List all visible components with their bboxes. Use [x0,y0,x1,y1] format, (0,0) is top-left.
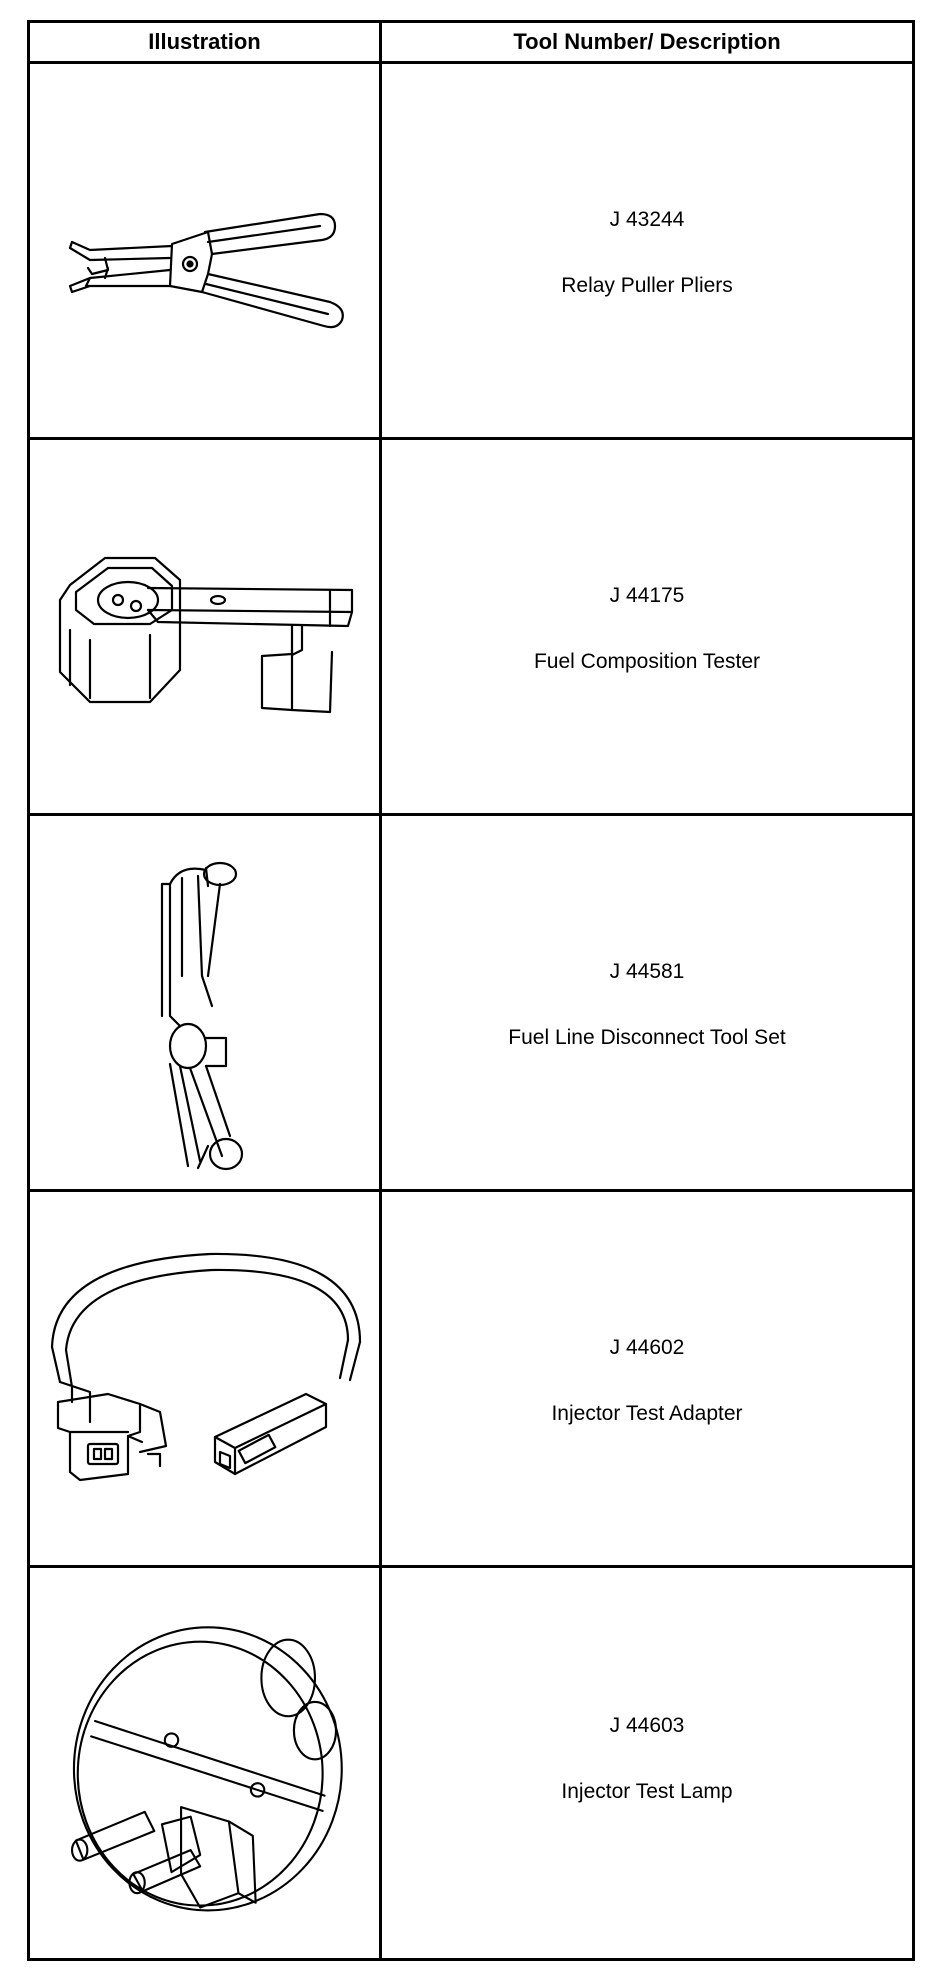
fuel-composition-tester-icon [30,440,379,813]
tool-number: J 44581 [609,960,685,983]
tool-number: J 44175 [609,584,685,607]
tool-description-cell: J 44603 Injector Test Lamp [382,1568,912,1958]
tool-number: J 44603 [609,1714,685,1737]
tool-number: J 44602 [609,1336,685,1359]
tool-description-cell: J 43244 Relay Puller Pliers [382,64,912,437]
table-header: Illustration Tool Number/ Description [30,23,912,64]
tool-name: Fuel Line Disconnect Tool Set [508,1026,786,1049]
relay-puller-pliers-icon [30,64,379,437]
tool-number: J 43244 [609,208,685,231]
table-row: J 44175 Fuel Composition Tester [30,440,912,816]
table-row: J 44603 Injector Test Lamp [30,1568,912,1958]
table-row: J 43244 Relay Puller Pliers [30,64,912,440]
tool-name: Injector Test Adapter [551,1402,743,1425]
injector-test-adapter-icon [30,1192,379,1565]
fuel-line-disconnect-tool-icon [30,816,379,1189]
header-illustration: Illustration [148,29,261,54]
tool-name: Injector Test Lamp [561,1780,733,1803]
header-tool-number-description: Tool Number/ Description [513,29,781,54]
column-divider [379,23,382,1958]
tool-name: Relay Puller Pliers [561,274,733,297]
tool-description-cell: J 44175 Fuel Composition Tester [382,440,912,813]
tool-description-cell: J 44602 Injector Test Adapter [382,1192,912,1565]
table-row: J 44581 Fuel Line Disconnect Tool Set [30,816,912,1192]
tool-name: Fuel Composition Tester [533,650,761,673]
special-tools-table: Illustration Tool Number/ Description [27,20,915,1961]
table-row: J 44602 Injector Test Adapter [30,1192,912,1568]
tool-description-cell: J 44581 Fuel Line Disconnect Tool Set [382,816,912,1189]
injector-test-lamp-icon [30,1568,379,1958]
